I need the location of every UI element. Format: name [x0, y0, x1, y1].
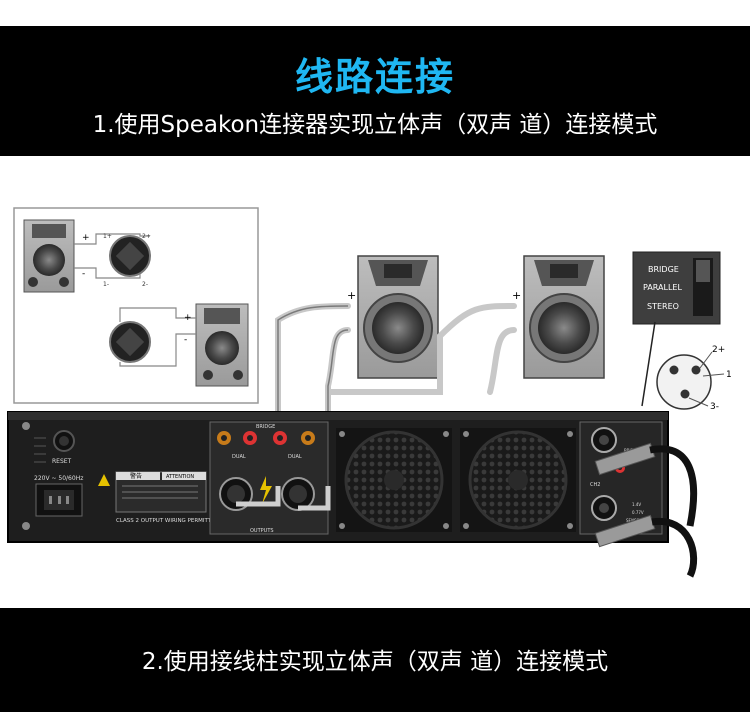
- xlr-input-2[interactable]: [592, 496, 616, 520]
- header-band: 线路连接 1.使用Speakon连接器实现立体声（双声 道）连接模式: [0, 26, 750, 156]
- xlr-pin-1: 1: [726, 370, 732, 380]
- mode-1-caption: 1.使用Speakon连接器实现立体声（双声 道）连接模式: [0, 105, 750, 139]
- inset-connector-2: [110, 322, 150, 362]
- xlr-pin-diagram: 2+ 1 3-: [657, 345, 732, 412]
- speaker-left: + -: [347, 256, 438, 378]
- inset-speaker-1: [24, 220, 74, 292]
- svg-text:1.4V: 1.4V: [632, 502, 641, 507]
- warning-label: 警告 ATTENTION: [116, 472, 206, 512]
- inset-connector-1: [110, 236, 150, 276]
- inset-pin-2p: 2+: [142, 233, 151, 240]
- binding-post-2[interactable]: [243, 431, 257, 445]
- wiring-diagram: + - + - 1+ 2+ 1- 2- + - + - BRIDGE PARAL…: [0, 156, 750, 608]
- svg-text:OUTPUTS: OUTPUTS: [250, 528, 274, 534]
- mode-2-caption: 2.使用接线柱实现立体声（双声 道）连接模式: [0, 642, 750, 676]
- xlr-input-1[interactable]: [592, 428, 616, 452]
- inset-pin-2m: 2-: [142, 281, 148, 288]
- switch-bridge: BRIDGE: [648, 265, 679, 274]
- mode-switch-box: BRIDGE PARALLEL STEREO: [633, 252, 720, 324]
- inset-speaker-2: [196, 304, 248, 386]
- svg-text:CH2: CH2: [590, 482, 600, 488]
- page-title: 线路连接: [0, 46, 750, 101]
- class2-label: CLASS 2 OUTPUT WIRING PERMITTED.: [116, 518, 221, 524]
- binding-post-3[interactable]: [273, 431, 287, 445]
- svg-text:DUAL: DUAL: [288, 454, 302, 460]
- svg-text:警告: 警告: [130, 472, 142, 480]
- inset-plus-2: +: [184, 313, 192, 323]
- inset-plus-1: +: [82, 233, 90, 243]
- xlr-pin-2: 2+: [712, 345, 725, 355]
- fan-right: [460, 428, 576, 532]
- svg-text:BRIDGE: BRIDGE: [256, 424, 275, 430]
- fan-left: [336, 428, 452, 532]
- binding-post-1[interactable]: [217, 431, 231, 445]
- inset-pin-1p: 1+: [103, 233, 112, 240]
- amplifier-rear-panel: RESET 220V ~ 50/60Hz ​ 警告 ATTENTION CLAS…: [8, 412, 668, 542]
- speaker-right: + -: [512, 256, 604, 378]
- inset-minus-1: -: [82, 269, 85, 279]
- switch-stereo: STEREO: [647, 302, 679, 311]
- speakon-output-2[interactable]: [282, 478, 314, 510]
- power-inlet: [36, 484, 82, 516]
- output-section: BRIDGE DUAL DUAL OUTPUTS: [210, 422, 328, 534]
- power-label: 220V ~ 50/60Hz: [34, 475, 83, 482]
- inset-wiring-box: + - + - 1+ 2+ 1- 2-: [14, 208, 258, 403]
- xlr-pin-3: 3-: [710, 402, 719, 412]
- reset-label: RESET: [52, 458, 72, 465]
- svg-text:0.77V: 0.77V: [632, 510, 644, 515]
- footer-band: 2.使用接线柱实现立体声（双声 道）连接模式: [0, 608, 750, 712]
- reset-button[interactable]: [54, 431, 74, 451]
- speaker-right-plus: +: [512, 289, 521, 302]
- inset-minus-2: -: [184, 335, 187, 345]
- switch-parallel: PARALLEL: [643, 283, 682, 292]
- svg-text:ATTENTION: ATTENTION: [166, 474, 194, 480]
- svg-text:DUAL: DUAL: [232, 454, 246, 460]
- inset-pin-1m: 1-: [103, 281, 109, 288]
- binding-post-4[interactable]: [301, 431, 315, 445]
- speaker-left-plus: +: [347, 289, 356, 302]
